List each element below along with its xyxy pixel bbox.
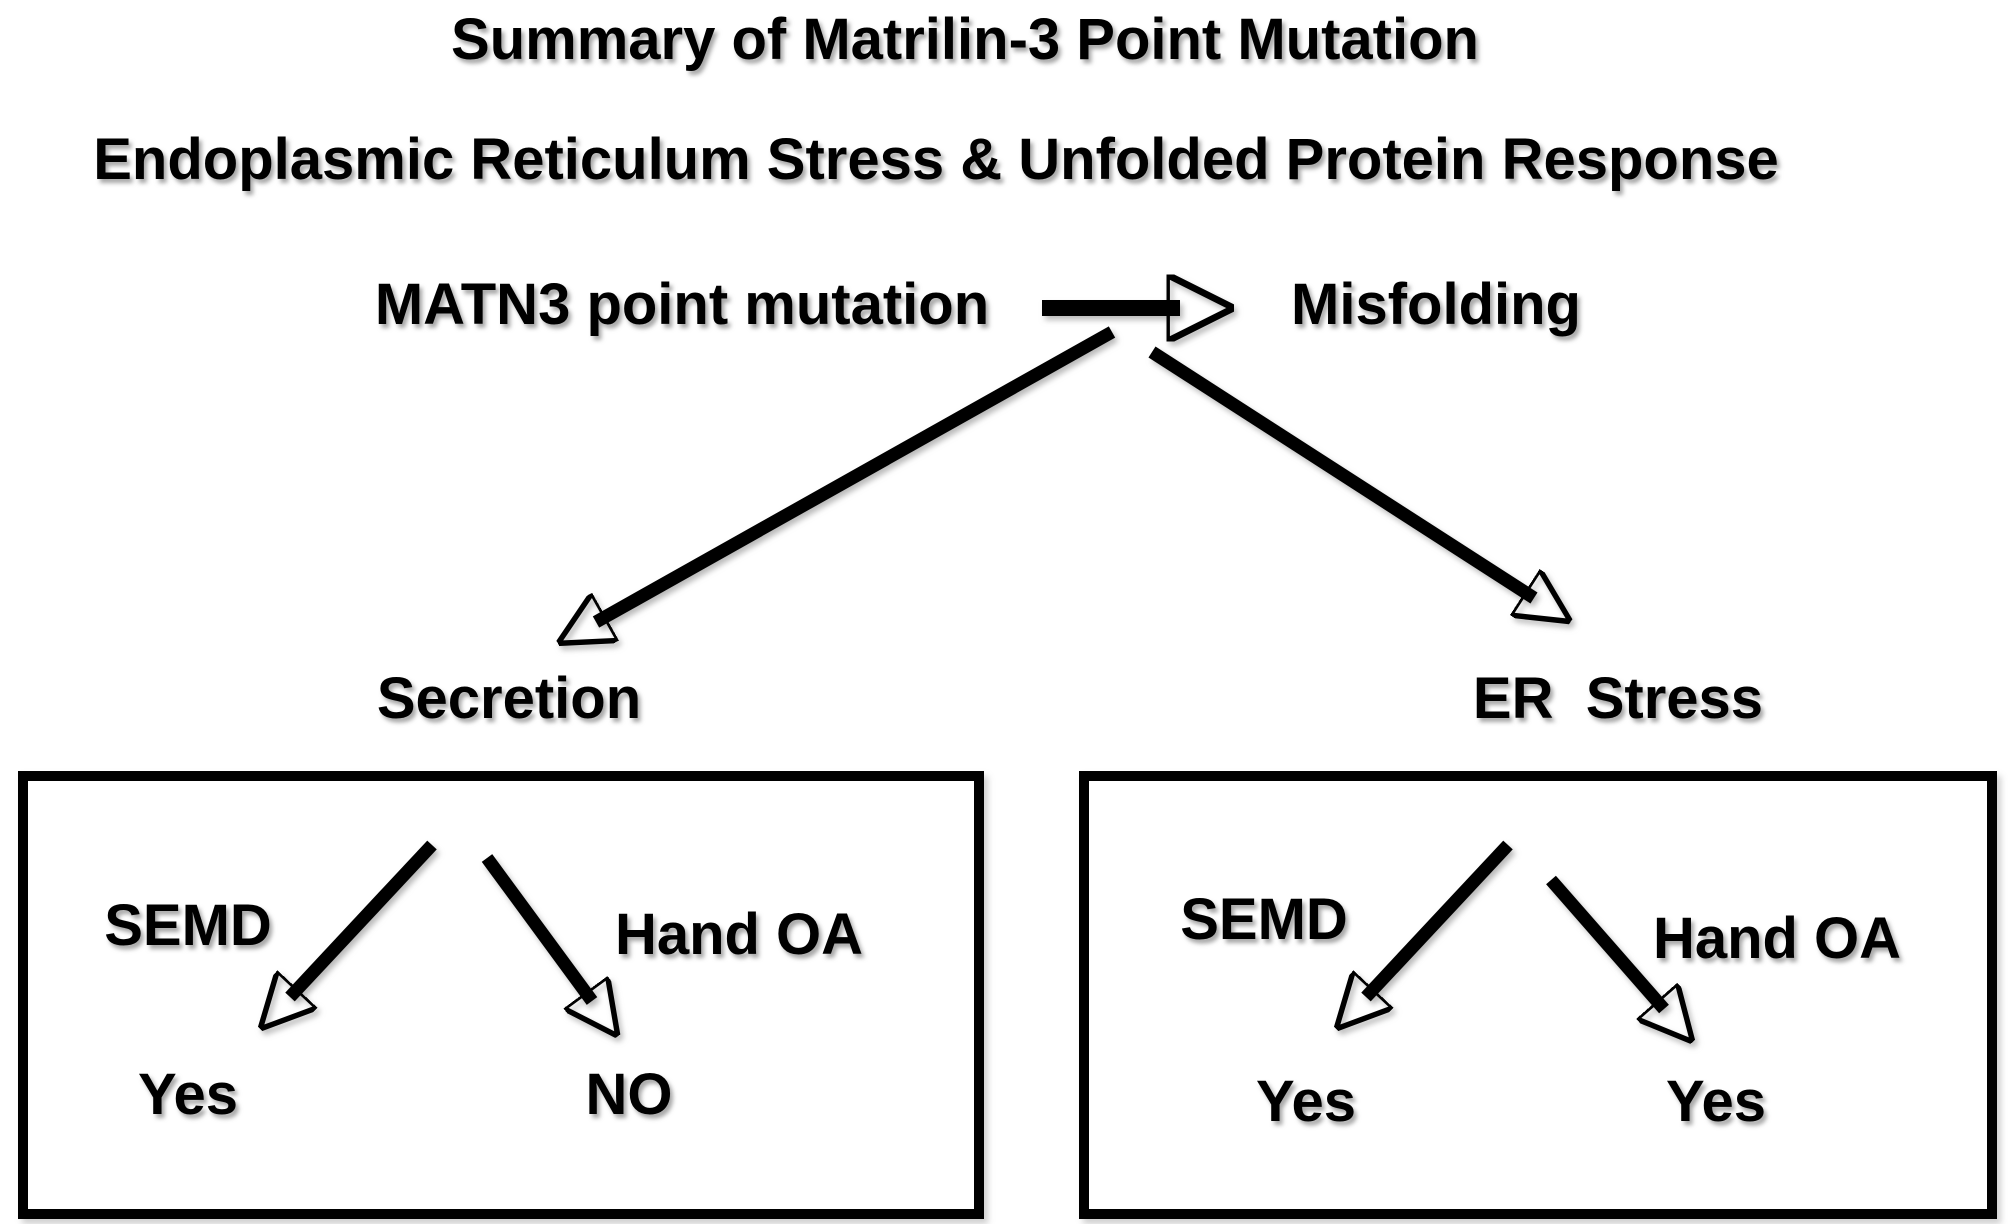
node-er-stress: ER Stress (1472, 666, 1764, 731)
secretion-semd-label: SEMD (104, 893, 272, 958)
er-stress-semd-label: SEMD (1180, 887, 1348, 952)
node-misfolding: Misfolding (1291, 272, 1581, 337)
secretion-hand-oa-outcome: NO (585, 1062, 673, 1127)
er-stress-hand-oa-outcome: Yes (1666, 1069, 1766, 1134)
node-matn3-point-mutation: MATN3 point mutation (374, 272, 990, 337)
diagram-title-line2: Endoplasmic Reticulum Stress & Unfolded … (93, 127, 1779, 192)
node-secretion: Secretion (376, 666, 642, 731)
er-stress-panel-box (1079, 771, 1997, 1219)
arrow-to-er-stress (1148, 346, 1534, 598)
secretion-semd-outcome: Yes (138, 1062, 238, 1127)
secretion-hand-oa-label: Hand OA (614, 902, 864, 967)
secretion-panel-box (18, 771, 984, 1219)
er-stress-semd-outcome: Yes (1256, 1069, 1356, 1134)
arrow-to-secretion (596, 326, 1116, 622)
er-stress-hand-oa-label: Hand OA (1652, 906, 1902, 971)
diagram-title-line1: Summary of Matrilin-3 Point Mutation (451, 7, 1479, 72)
